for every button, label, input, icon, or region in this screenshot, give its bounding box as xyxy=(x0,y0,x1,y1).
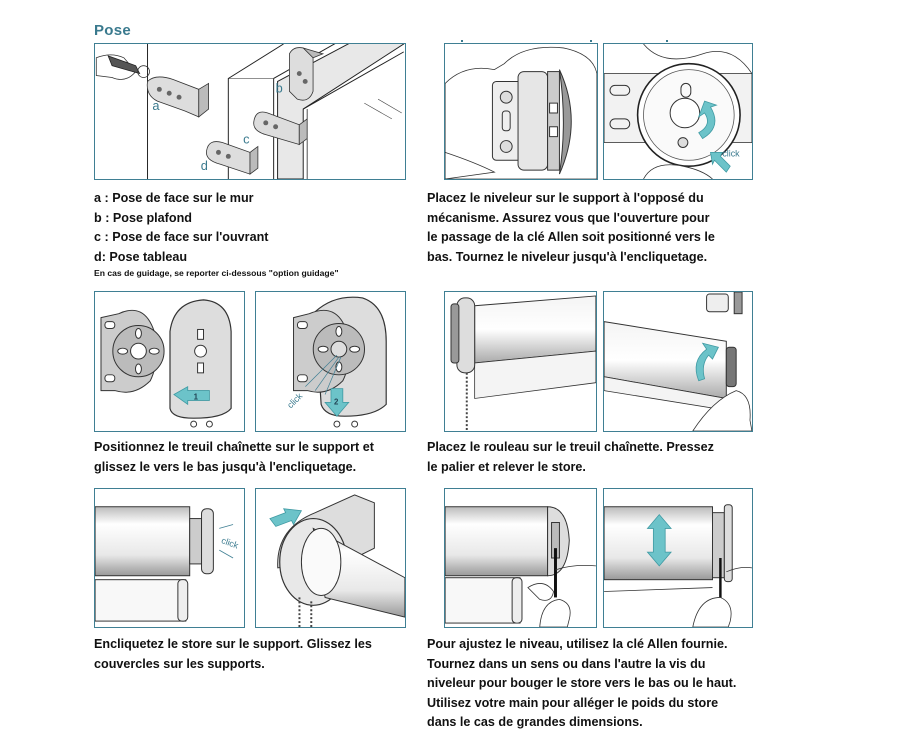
hand-icon xyxy=(692,597,732,627)
hand-icon xyxy=(539,598,571,627)
step3-caption: Positionnez le treuil chaînette sur le s… xyxy=(94,438,374,477)
figure-treuil-step2: click 2 xyxy=(255,291,406,432)
click-label: click xyxy=(285,391,305,411)
tick-mark xyxy=(666,40,668,42)
encliquetage-illustration: click xyxy=(95,506,240,622)
step5-caption: Encliquetez le store sur le support. Gli… xyxy=(94,635,372,674)
caption-line: glissez le vers le bas jusqu'à l'encliqu… xyxy=(94,459,357,474)
caption-line: le palier et relever le store. xyxy=(427,459,586,474)
caption-line: Pour ajustez le niveau, utilisez la clé … xyxy=(427,637,728,651)
figure-cle-allen xyxy=(444,488,597,628)
step-number-1: 1 xyxy=(194,392,199,401)
cle-allen-illustration xyxy=(445,506,596,627)
down-arrow-icon xyxy=(324,388,350,417)
treuil-step1-illustration: 1 xyxy=(100,299,232,428)
figure-niveau-ajuste xyxy=(603,488,753,628)
rouleau-right-illustration xyxy=(604,292,752,431)
niveleur-side-illustration xyxy=(445,46,597,179)
caption-line: Tournez dans un sens ou dans l'autre la … xyxy=(427,656,706,671)
caption-line: dans le cas de grandes dimensions. xyxy=(427,715,643,730)
caption-line: mécanisme. Assurez vous que l'ouverture … xyxy=(427,210,710,225)
figure-niveleur-front: click xyxy=(603,43,753,180)
caption-line: Positionnez le treuil chaînette sur le s… xyxy=(94,440,374,454)
caption-line: a : Pose de face sur le mur xyxy=(94,191,254,205)
click-label: click xyxy=(220,535,240,550)
figure-niveleur-side xyxy=(444,43,598,180)
figure-treuil-step1: 1 xyxy=(94,291,245,432)
bracket-b-icon xyxy=(289,47,325,101)
bracket-c-icon xyxy=(253,111,308,146)
label-c: c xyxy=(243,132,250,147)
label-d: d xyxy=(201,158,208,173)
step6-caption: Pour ajustez le niveau, utilisez la clé … xyxy=(427,635,736,733)
treuil-step2-illustration: click 2 xyxy=(285,296,387,428)
caption-line: Placez le niveleur sur le support à l'op… xyxy=(427,191,704,205)
up-down-arrow-icon xyxy=(646,514,672,567)
left-arrow-icon xyxy=(173,385,210,406)
tick-mark xyxy=(590,40,592,42)
figure-bracket-positions: a b c d xyxy=(94,43,406,180)
caption-line: le passage de la clé Allen soit position… xyxy=(427,230,715,245)
couvercles-illustration xyxy=(269,494,405,627)
caption-line: b : Pose plafond xyxy=(94,210,192,225)
step4-caption: Placez le rouleau sur le treuil chaînett… xyxy=(427,438,714,477)
push-arrow-icon xyxy=(710,152,731,173)
niveleur-front-illustration: click xyxy=(604,44,752,179)
caption-line: Placez le rouleau sur le treuil chaînett… xyxy=(427,440,714,454)
step1-caption: a : Pose de face sur le mur b : Pose pla… xyxy=(94,189,268,267)
bracket-positions-illustration: a b c d xyxy=(95,44,405,179)
label-a: a xyxy=(152,98,160,113)
figure-rouleau-right xyxy=(603,291,753,432)
bracket-a-icon xyxy=(146,76,210,118)
guidage-note: En cas de guidage, se reporter ci-dessou… xyxy=(94,268,339,278)
lift-arrow-icon xyxy=(695,342,719,382)
caption-line: couvercles sur les supports. xyxy=(94,656,265,671)
label-b: b xyxy=(276,80,283,95)
slide-arrow-icon xyxy=(269,508,303,527)
screwdriver-icon xyxy=(107,55,141,75)
caption-line: d: Pose tableau xyxy=(94,249,188,264)
caption-line: niveleur pour bouger le store vers le ba… xyxy=(427,676,737,691)
step2-caption: Placez le niveleur sur le support à l'op… xyxy=(427,189,715,267)
rouleau-left-illustration xyxy=(450,295,596,431)
caption-line: c : Pose de face sur l'ouvrant xyxy=(94,230,269,245)
caption-line: Encliquetez le store sur le support. Gli… xyxy=(94,637,372,651)
caption-line: bas. Tournez le niveleur jusqu'à l'encli… xyxy=(427,249,708,264)
hand-icon xyxy=(692,390,752,431)
rotate-arrow-icon xyxy=(697,100,718,140)
bracket-d-icon xyxy=(206,141,259,175)
niveau-ajuste-illustration xyxy=(604,504,752,627)
step-number-2: 2 xyxy=(334,397,339,406)
figure-couvercles xyxy=(255,488,406,628)
click-label: click xyxy=(722,148,740,158)
tick-mark xyxy=(461,40,463,42)
caption-line: Utilisez votre main pour alléger le poid… xyxy=(427,695,719,710)
figure-rouleau-left xyxy=(444,291,597,432)
figure-encliquetage: click xyxy=(94,488,245,628)
section-title: Pose xyxy=(94,22,132,39)
